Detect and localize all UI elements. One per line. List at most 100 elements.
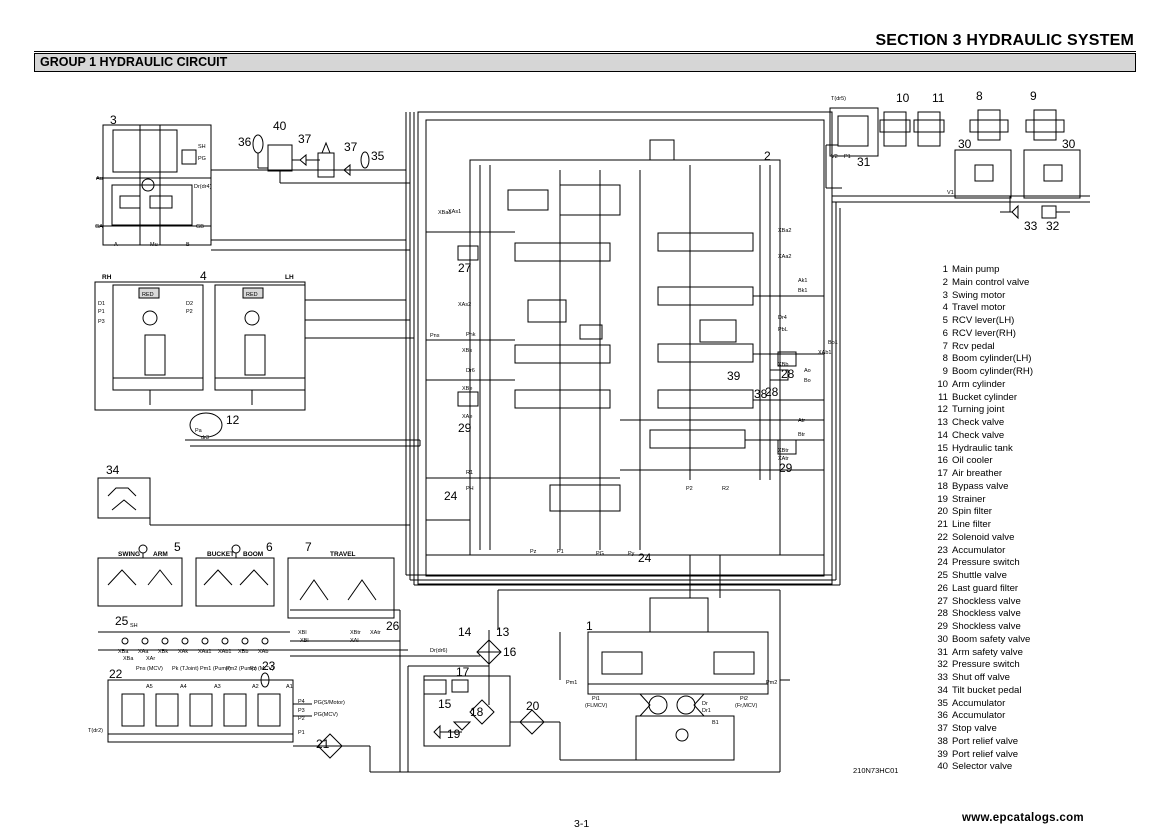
port-label: T(dr2): [88, 728, 103, 734]
port-label: A1: [286, 684, 293, 690]
port-label: Atr: [798, 418, 805, 424]
solenoid-valve-block: [107, 672, 780, 773]
callout-34: 34: [106, 463, 120, 477]
port-label: B1: [712, 720, 719, 726]
callout-8: 8: [976, 89, 983, 103]
port-label: XAtr: [370, 630, 381, 636]
callout-26: 26: [386, 619, 400, 633]
port-label: XBs: [462, 348, 472, 354]
legend-number: 2: [942, 276, 948, 288]
port-label: XAs1: [448, 209, 461, 215]
travel-motor-block: [94, 281, 420, 447]
legend-row: 7 Rcv pedal: [918, 341, 1033, 354]
port-label: D1: [98, 301, 105, 307]
port-label: P3: [298, 708, 305, 714]
port-label: XAl: [350, 638, 359, 644]
legend-label: Boom safety valve: [952, 633, 1031, 645]
callout-9: 9: [1030, 89, 1037, 103]
legend-label: Shuttle valve: [952, 570, 1007, 581]
port-label: XAe: [462, 414, 472, 420]
legend-number: 34: [937, 684, 948, 696]
group-title: GROUP 1 HYDRAULIC CIRCUIT: [40, 55, 228, 69]
port-label: XBb: [778, 362, 788, 368]
port-label: XAk: [178, 649, 188, 655]
legend-label: RCV lever(LH): [952, 315, 1015, 326]
legend-label: Port relief valve: [952, 748, 1019, 760]
legend-label: Bypass valve: [952, 480, 1009, 492]
legend-label: Pressure switch: [952, 659, 1020, 671]
callout-4: 4: [200, 269, 207, 283]
legend-row: 31 Arm safety valve: [918, 647, 1033, 660]
legend-label: Air breather: [952, 468, 1003, 479]
legend-number: 7: [942, 340, 948, 352]
port-label: XBb: [238, 649, 248, 655]
legend-number: 16: [937, 455, 948, 467]
callout-40: 40: [273, 119, 287, 133]
port-label: dr3: [201, 435, 209, 441]
port-label: Pa: [195, 428, 203, 434]
callout-39: 39: [727, 369, 741, 383]
callout-3: 3: [110, 113, 117, 127]
legend-label: Tilt bucket pedal: [952, 684, 1022, 696]
callout-32: 32: [1046, 219, 1060, 233]
port-label: GA: [95, 224, 103, 230]
port-label: SH: [130, 623, 138, 629]
callout-25: 25: [115, 614, 129, 628]
port-label: A2: [252, 684, 259, 690]
port-label: Ao: [804, 368, 811, 374]
legend-number: 11: [938, 391, 948, 403]
callout-27: 27: [458, 261, 472, 275]
legend-number: 24: [937, 557, 948, 569]
port-label: Pz: [530, 549, 537, 555]
legend-number: 31: [937, 646, 948, 658]
port-label: A5: [146, 684, 153, 690]
legend-number: 14: [937, 429, 948, 441]
port-label: Pm1 (Pump): [200, 666, 231, 672]
legend-label: Swing motor: [952, 289, 1006, 301]
legend-label: Accumulator: [952, 710, 1006, 722]
swing-motor-block: [96, 124, 212, 246]
shockless-valves: [457, 245, 797, 455]
page-number: 3-1: [574, 818, 590, 830]
callout-22: 22: [109, 667, 123, 681]
label-red-lh: RED: [246, 292, 258, 298]
selector-valve-group: [252, 134, 410, 184]
port-label: P3: [98, 319, 105, 325]
label-rh: RH: [102, 274, 112, 281]
legend-number: 28: [937, 608, 948, 620]
group-bar: GROUP 1 HYDRAULIC CIRCUIT: [34, 53, 1136, 72]
legend-number: 15: [937, 442, 948, 454]
port-label: R1: [466, 470, 473, 476]
legend-label: Arm safety valve: [952, 646, 1023, 658]
callout-38: 38: [754, 387, 768, 401]
legend-label: Stop valve: [952, 723, 997, 734]
callout-29a: 29: [458, 421, 472, 435]
port-label: P1: [844, 154, 851, 160]
legend-label: Last guard filter: [952, 582, 1019, 594]
label-arm: ARM: [153, 551, 168, 558]
port-label: Dr4: [778, 315, 787, 321]
port-label: Pm2: [766, 680, 777, 686]
main-hydraulic-lines: [211, 112, 1070, 772]
legend-number: 21: [937, 519, 948, 530]
legend-label: Rcv pedal: [952, 340, 995, 352]
port-label: GB: [196, 224, 204, 230]
header-rule: [34, 51, 1136, 52]
port-label: Ak1: [798, 278, 807, 284]
legend-number: 5: [942, 315, 948, 326]
legend-label: Selector valve: [952, 761, 1013, 773]
port-label: Dr: [702, 701, 708, 707]
legend-row: 34 Tilt bucket pedal: [918, 685, 1033, 698]
